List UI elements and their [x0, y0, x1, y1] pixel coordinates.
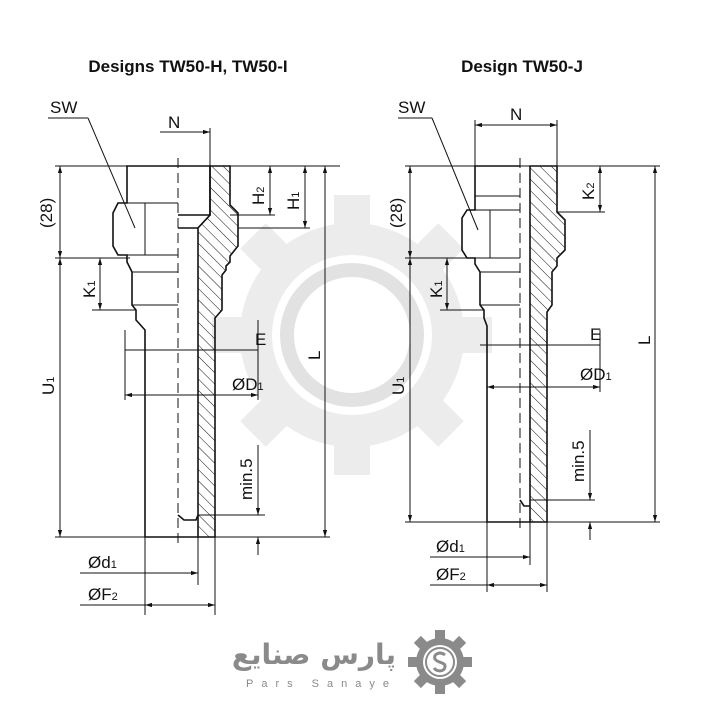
svg-text:ØF2: ØF2	[88, 585, 118, 604]
drawing-tw50-j: SW N (28) U1 K1 K2 L E ØD1 min.5 Ød1 ØF2	[387, 98, 660, 592]
label-l: L	[305, 351, 324, 360]
label-sw: SW	[50, 98, 77, 117]
svg-text:H1: H1	[284, 192, 303, 210]
svg-text:Ød1: Ød1	[88, 553, 117, 572]
label-k1-right: K	[427, 286, 446, 298]
logo-gear-icon	[408, 630, 472, 694]
svg-text:ØD1: ØD1	[580, 365, 612, 384]
label-l-right: L	[635, 336, 654, 345]
label-min5: min.5	[237, 458, 256, 500]
label-k2: K	[579, 188, 598, 200]
label-e: E	[255, 330, 266, 349]
label-28-right: (28)	[387, 198, 406, 228]
label-28: (28)	[37, 198, 56, 228]
logo-text-en: Pars Sanaye	[246, 678, 397, 690]
label-od1-small: Ød	[88, 553, 111, 572]
svg-text:Ød1: Ød1	[436, 537, 465, 556]
svg-text:U1: U1	[389, 377, 408, 395]
label-od1: ØD	[232, 375, 258, 394]
title-left: Designs TW50-H, TW50-I	[88, 57, 287, 76]
label-od1-small-right: Ød	[436, 537, 459, 556]
label-k1: K	[80, 286, 99, 298]
svg-text:ØF2: ØF2	[436, 565, 466, 584]
label-h1: H	[284, 198, 303, 210]
svg-text:K1: K1	[80, 281, 99, 298]
label-min5-right: min.5	[569, 440, 588, 482]
label-sw-right: SW	[398, 98, 425, 117]
label-u1: U	[39, 383, 58, 395]
title-right: Design TW50-J	[461, 57, 583, 76]
label-u1-right: U	[389, 383, 408, 395]
label-of2: ØF	[88, 585, 112, 604]
svg-text:H2: H2	[249, 187, 268, 205]
watermark-gear-icon	[212, 195, 492, 475]
label-od1-right: ØD	[580, 365, 606, 384]
label-n-right: N	[510, 105, 522, 124]
label-h2: H	[249, 193, 268, 205]
label-n: N	[168, 113, 180, 132]
svg-text:U1: U1	[39, 377, 58, 395]
label-e-right: E	[590, 325, 601, 344]
label-of2-right: ØF	[436, 565, 460, 584]
logo-text-fa: پارس صنایع	[231, 638, 396, 671]
drawing-tw50-h-i: SW N (28) U1 K1 H2 H1 L E ØD1 min.5 Ød1 …	[37, 98, 340, 615]
svg-text:K1: K1	[427, 281, 446, 298]
svg-text:K2: K2	[579, 183, 598, 200]
svg-text:ØD1: ØD1	[232, 375, 264, 394]
